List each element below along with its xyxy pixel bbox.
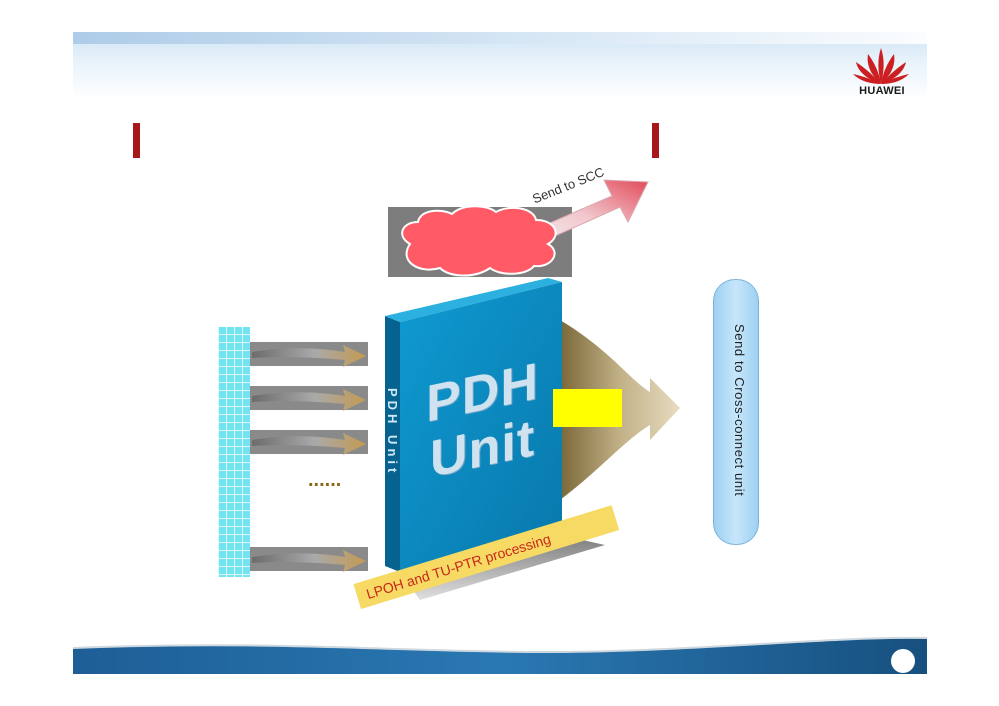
processing-shadow <box>400 535 605 600</box>
input-bus <box>218 327 250 577</box>
pdh-unit-panel <box>385 278 562 572</box>
header-stripe <box>73 32 927 44</box>
input-arrow <box>250 342 368 367</box>
pdh-unit-side-label: PDH Unit <box>385 388 400 477</box>
input-arrow <box>250 430 368 455</box>
cross-connect-pill <box>713 279 759 545</box>
title-bar-right <box>652 123 659 158</box>
brand-name: HUAWEI <box>859 85 905 97</box>
page-number-circle <box>891 649 915 673</box>
input-arrow <box>250 547 368 572</box>
huawei-logo-icon <box>853 48 909 84</box>
cloud-shape <box>401 205 557 277</box>
input-arrow <box>250 386 368 411</box>
more-inputs-ellipsis: ...... <box>308 469 342 491</box>
title-bar-left <box>133 123 140 158</box>
output-port-box <box>553 389 622 427</box>
footer-band <box>73 636 927 674</box>
send-to-cross-connect-label: Send to Cross-connect unit <box>732 323 747 497</box>
